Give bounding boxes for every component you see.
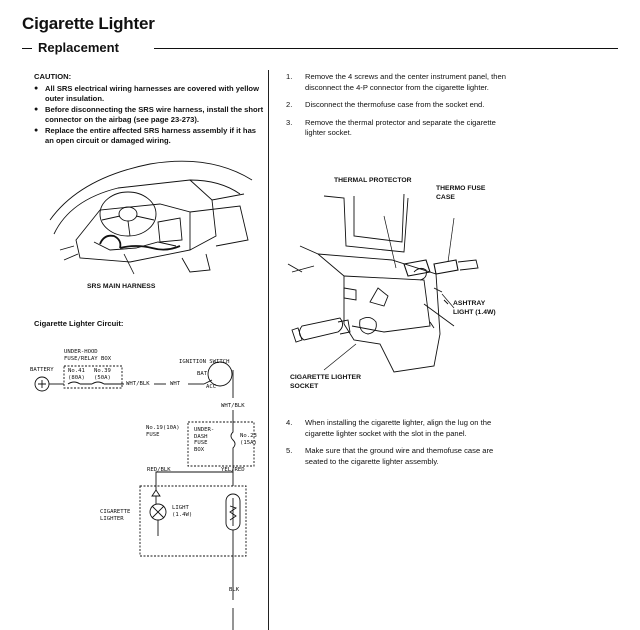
- label-lighter-socket: CIGARETTE LIGHTER SOCKET: [290, 374, 361, 390]
- column-divider: [268, 70, 269, 630]
- underdash-box-label: UNDER- DASH FUSE BOX: [194, 427, 215, 453]
- lighter-exploded-illustration: [284, 176, 510, 386]
- caution-heading: CAUTION:: [34, 72, 72, 81]
- procedure-step: 2. Disconnect the thermofuse case from t…: [286, 100, 508, 111]
- wire-wht-label: WHT: [170, 381, 181, 387]
- battery-label: BATTERY: [30, 367, 54, 373]
- step-text: Disconnect the thermofuse case from the …: [305, 100, 485, 109]
- step-number: 2.: [286, 100, 293, 109]
- circuit-title: Cigarette Lighter Circuit:: [34, 319, 124, 328]
- step-number: 5.: [286, 446, 293, 455]
- section-header: Replacement: [22, 40, 618, 58]
- step-number: 4.: [286, 418, 293, 427]
- section-rule-right: [154, 48, 618, 49]
- caution-item: All SRS electrical wiring harnesses are …: [34, 84, 264, 105]
- label-ashtray-light: ASHTRAY LIGHT (1.4W): [453, 300, 496, 316]
- wire-wht-blk-label: WHT/BLK: [126, 381, 150, 387]
- caution-item: Replace the entire affected SRS harness …: [34, 126, 264, 147]
- step-number: 3.: [286, 117, 293, 127]
- fuse-23-label: No.23 (15A): [240, 433, 257, 446]
- caution-block: CAUTION: All SRS electrical wiring harne…: [34, 72, 264, 147]
- label-thermo-fuse-case: THERMO FUSE CASE: [436, 185, 486, 201]
- circuit-diagram: [28, 340, 268, 630]
- label-srs-main-harness: SRS MAIN HARNESS: [87, 283, 156, 290]
- underhood-box-label: UNDER-HOOD FUSE/RELAY BOX: [64, 349, 112, 362]
- caution-item: Before disconnecting the SRS wire harnes…: [34, 105, 264, 126]
- fuse-41-label: No.41 (80A): [68, 368, 85, 381]
- fuse-39-label: No.39 (50A): [94, 368, 111, 381]
- step-text: Remove the 4 screws and the center instr…: [305, 72, 506, 92]
- section-title: Replacement: [38, 40, 119, 55]
- wire-yel-red-label: YEL/RED: [221, 467, 245, 473]
- ignition-switch-label: IGNITION SWITCH: [179, 359, 230, 365]
- dashboard-illustration: [40, 150, 258, 282]
- fuse-19-label: No.19(10A) FUSE: [146, 425, 180, 438]
- step-text: When installing the cigarette lighter, a…: [305, 418, 492, 438]
- step-number: 1.: [286, 72, 293, 81]
- cigarette-lighter-label: CIGARETTE LIGHTER: [100, 509, 131, 522]
- caution-list: All SRS electrical wiring harnesses are …: [34, 84, 264, 147]
- step-text: Make sure that the ground wire and themo…: [305, 446, 494, 466]
- light-label: LIGHT (1.4W): [172, 505, 193, 518]
- procedure-steps-top: 1. Remove the 4 screws and the center in…: [286, 72, 508, 139]
- procedure-step: 4. When installing the cigarette lighter…: [286, 418, 508, 439]
- section-rule-left: [22, 48, 32, 49]
- procedure-steps-bottom: 4. When installing the cigarette lighter…: [286, 418, 508, 467]
- page-title: Cigarette Lighter: [22, 14, 155, 33]
- bat-terminal-label: BAT: [197, 371, 208, 377]
- wire-wht-blk-2-label: WHT/BLK: [221, 403, 245, 409]
- procedure-step: 3. Remove the thermal protector and sepa…: [286, 118, 508, 139]
- wire-blk-label: BLK: [229, 587, 240, 593]
- procedure-step: 1. Remove the 4 screws and the center in…: [286, 72, 508, 93]
- wire-red-blk-label: RED/BLK: [147, 467, 171, 473]
- step-text: Remove the thermal protector and separat…: [305, 117, 496, 138]
- label-thermal-protector: THERMAL PROTECTOR: [334, 177, 412, 184]
- acc-terminal-label: ACC: [206, 384, 217, 390]
- procedure-step: 5. Make sure that the ground wire and th…: [286, 446, 508, 467]
